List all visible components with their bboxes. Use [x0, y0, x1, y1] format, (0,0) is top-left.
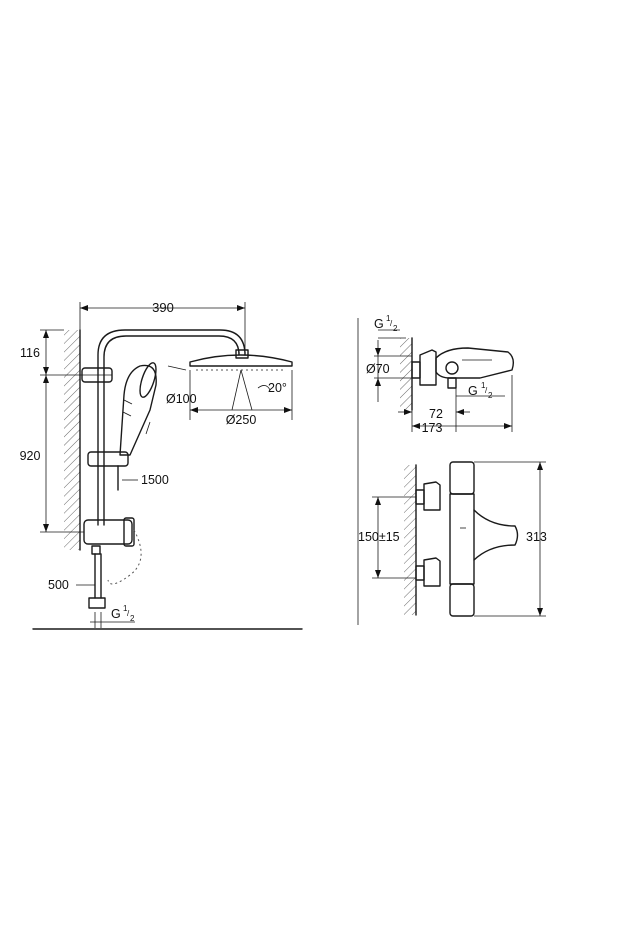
label-angle: 20° [268, 381, 287, 395]
mixer-front-view: 150±15 313 [358, 461, 547, 617]
wall-right-bottom [404, 464, 417, 616]
wall-left [64, 329, 81, 551]
label-920: 920 [20, 449, 41, 463]
dim-920: 920 [20, 375, 84, 533]
label-d250: Ø250 [226, 413, 257, 427]
label-72: 72 [429, 407, 443, 421]
inlet-pipe [88, 545, 106, 609]
shower-arm [97, 329, 246, 371]
shower-system-drawing: 390 116 920 Ø100 [20, 300, 303, 630]
flex-hose [107, 529, 142, 585]
thread-sub-bottom: 2 [130, 614, 135, 623]
thread-sup-top: 1 [386, 314, 391, 323]
label-116: 116 [20, 346, 40, 360]
dim-150: 150±15 [358, 496, 416, 579]
thread-sub-top: 2 [393, 324, 398, 333]
mixer-side-view: G 1 / 2 Ø70 G 1 / 2 [357, 314, 515, 625]
dim-spray-angle: 20° [231, 369, 287, 411]
dim-72: 72 [398, 407, 470, 432]
thread-g-right: G [468, 384, 478, 398]
hand-shower-holder [87, 451, 129, 467]
dim-173: 173 [412, 375, 513, 435]
thread-sup-bottom: 1 [123, 604, 128, 613]
hand-shower [119, 362, 157, 456]
label-1500: 1500 [141, 473, 169, 487]
svg-text:/: / [485, 386, 488, 395]
overhead-shower-head [189, 349, 293, 371]
wall-right-top [400, 337, 413, 411]
label-313: 313 [526, 530, 547, 544]
inlet-connector-top [415, 481, 441, 511]
label-173: 173 [422, 421, 443, 435]
mixer-body [83, 517, 135, 547]
svg-text:/: / [390, 319, 393, 328]
thread-sub-right: 2 [488, 391, 493, 400]
svg-text:/: / [127, 609, 130, 618]
dim-width-390: 390 [79, 300, 246, 350]
dim-hand-shower-diameter: Ø100 [145, 365, 197, 435]
thread-sup-right: 1 [481, 381, 486, 390]
thread-label-right: G 1 / 2 [455, 381, 505, 408]
dim-hose-500: 500 [48, 578, 95, 592]
riser-rail [97, 369, 105, 526]
label-500: 500 [48, 578, 69, 592]
dim-313: 313 [474, 461, 547, 617]
wall-bracket-top [81, 367, 113, 383]
mixer-side-body [411, 347, 515, 389]
label-390: 390 [152, 300, 174, 315]
thread-label-bottom: G 1 / 2 [90, 604, 135, 628]
label-150: 150±15 [358, 530, 400, 544]
dim-116: 116 [20, 329, 82, 376]
label-d100: Ø100 [166, 392, 197, 406]
dim-d70: Ø70 [366, 348, 412, 402]
dim-head-diameter: Ø250 [189, 370, 293, 427]
mixer-front-body [449, 461, 519, 617]
thread-g-bottom: G [111, 607, 121, 621]
thread-g-top: G [374, 317, 384, 331]
inlet-connector-bottom [415, 557, 441, 587]
dim-hose-1500: 1500 [122, 473, 169, 487]
label-d70: Ø70 [366, 362, 390, 376]
